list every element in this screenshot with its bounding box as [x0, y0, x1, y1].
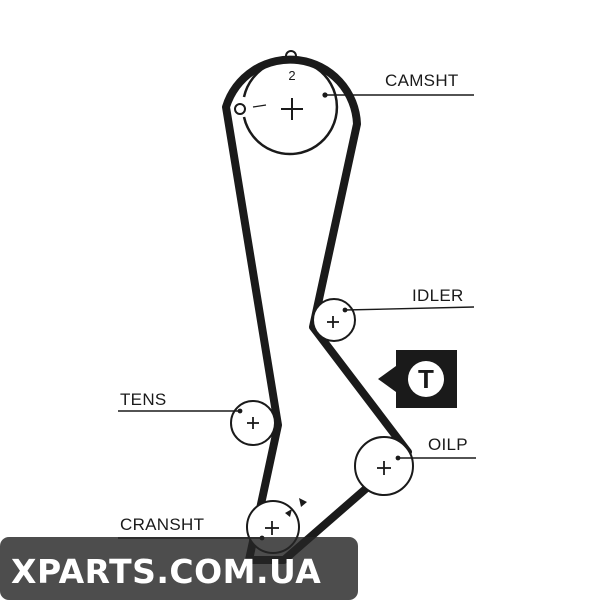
oil-pump-label: OILP: [428, 435, 468, 454]
crankshaft-label: CRANSHT: [120, 515, 204, 534]
idler-callout: IDLER: [342, 286, 475, 313]
camshaft-timing-hole-left: [234, 103, 246, 115]
camshaft-pulley: 2: [234, 50, 339, 156]
oil-pump-pulley: [354, 436, 414, 496]
tool-badge-letter: T: [418, 364, 434, 394]
tool-badge-circle: [408, 361, 444, 397]
tensioner-callout: TENS: [118, 390, 243, 414]
idler-label: IDLER: [412, 286, 464, 305]
watermark-text: XPARTS.COM.UA: [11, 552, 321, 591]
camshaft-mark-top-label: 2: [288, 68, 295, 83]
oil-pump-callout: OILP: [395, 435, 476, 461]
camshaft-callout: CAMSHT: [322, 71, 474, 98]
camshaft-pulley-outline: [242, 58, 339, 156]
crankshaft-timing-mark-inner: [285, 509, 292, 517]
idler-callout-leader: [344, 306, 475, 311]
camshaft-mark-left-tick: [252, 104, 267, 108]
idler-pulley-outline: [312, 298, 356, 342]
tool-badge: T: [378, 350, 457, 408]
tensioner-pulley: [230, 400, 276, 446]
crankshaft-callout: CRANSHT: [118, 515, 265, 541]
tensioner-label: TENS: [120, 390, 167, 409]
camshaft-label: CAMSHT: [385, 71, 459, 90]
crankshaft-timing-mark-outer: [299, 498, 307, 507]
camshaft-timing-hole-top: [285, 50, 297, 62]
tensioner-callout-dot: [237, 408, 243, 414]
idler-pulley: [312, 298, 356, 342]
watermark-banner: XPARTS.COM.UA: [0, 537, 358, 600]
timing-belt: [222, 55, 412, 564]
watermark-background: [0, 537, 358, 600]
